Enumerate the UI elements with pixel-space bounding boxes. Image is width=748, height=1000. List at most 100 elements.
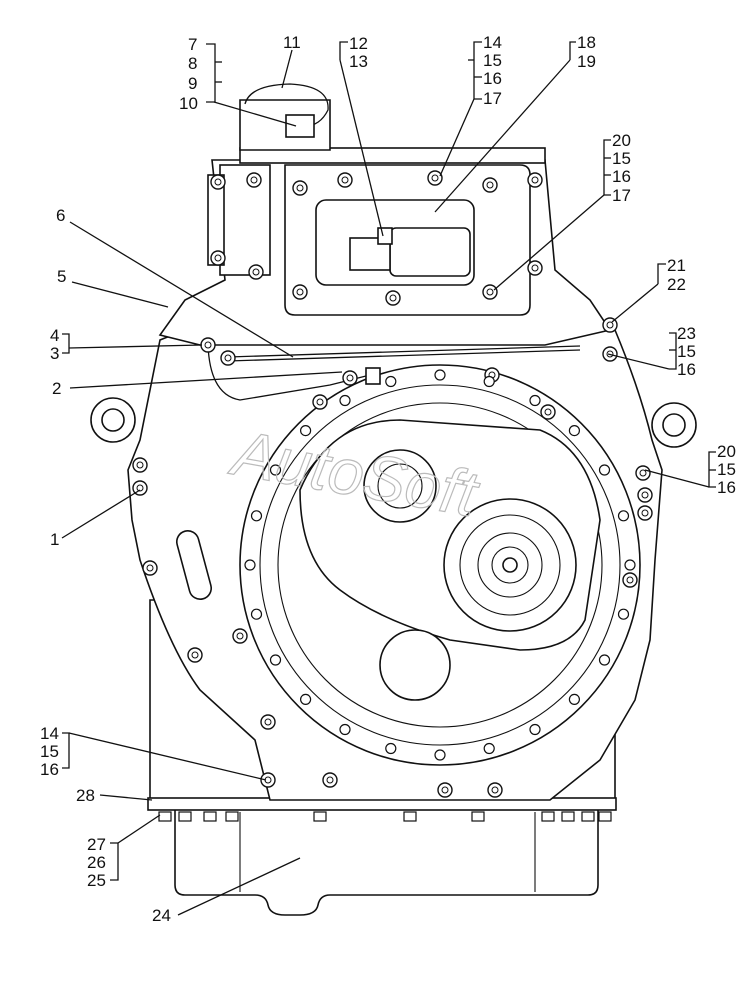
flange-hole <box>300 693 312 706</box>
callout-18: 18 <box>577 33 596 52</box>
flange-hole <box>617 510 630 522</box>
callout-12: 12 <box>349 34 368 53</box>
pan-bolt <box>313 811 327 822</box>
bolt <box>210 250 226 266</box>
bolt-center <box>236 632 244 640</box>
callout-2: 2 <box>52 379 61 398</box>
bolt <box>246 172 262 188</box>
fasteners <box>132 170 653 822</box>
bolt-center <box>346 374 354 382</box>
pan-bolt <box>158 811 172 822</box>
pan-bolt <box>403 811 417 822</box>
lifting-eye-right-hole <box>662 413 686 437</box>
bolt <box>482 284 498 300</box>
bolt-center <box>296 184 304 192</box>
flange-hole <box>568 693 581 706</box>
flange-hole <box>483 742 495 755</box>
bolt <box>322 772 338 788</box>
callout-20-right: 20 <box>717 442 736 461</box>
callout-14-lower: 14 <box>40 724 59 743</box>
flange-hole <box>529 723 541 736</box>
callout-5: 5 <box>57 267 66 286</box>
callout-21: 21 <box>667 256 686 275</box>
callout-15-lower: 15 <box>40 742 59 761</box>
oil-pan <box>174 807 599 916</box>
bolt <box>220 350 236 366</box>
upper-bracket <box>239 99 331 151</box>
flange-hole <box>300 425 312 437</box>
callout-4: 4 <box>50 326 59 345</box>
bolt-center <box>316 398 324 406</box>
bolt-center <box>252 268 260 276</box>
bolt <box>385 290 401 306</box>
flange-hole <box>598 654 611 666</box>
flange-hole <box>244 559 256 571</box>
bolt-center <box>544 408 552 416</box>
bolt-center <box>389 294 397 302</box>
bolt <box>248 264 264 280</box>
solenoid-connector <box>349 237 391 271</box>
callout-22: 22 <box>667 275 686 294</box>
bolt-center <box>641 509 649 517</box>
bolt <box>142 560 158 576</box>
bolt <box>260 714 276 730</box>
flange-hole <box>269 654 282 666</box>
rod <box>227 345 581 358</box>
callout-11: 11 <box>283 33 301 52</box>
housing-slot <box>175 530 213 600</box>
flange-hole <box>434 749 446 761</box>
engine-drawing <box>90 83 697 916</box>
bolt-center <box>486 181 494 189</box>
flange-hole <box>339 723 351 736</box>
crankshaft-nut <box>502 557 518 573</box>
pan-bolt <box>581 811 595 822</box>
bolt-center <box>606 321 614 329</box>
crankshaft-hub-ring-2 <box>477 532 543 598</box>
callout-27: 27 <box>87 835 106 854</box>
solenoid-terminal <box>377 227 393 245</box>
solenoid-body <box>389 227 471 277</box>
bolt <box>200 337 216 353</box>
bolt-center <box>486 288 494 296</box>
callout-16-upper: 16 <box>612 167 631 186</box>
flange-hole <box>568 425 581 437</box>
crankshaft-hub-ring-1 <box>459 514 561 616</box>
bolt <box>637 505 653 521</box>
callout-14-top: 14 <box>483 33 502 52</box>
callout-7: 7 <box>188 35 197 54</box>
pan-bolt <box>561 811 575 822</box>
bolt <box>292 180 308 196</box>
flange-hole <box>617 608 630 620</box>
callout-10: 10 <box>179 94 198 113</box>
flange-hole <box>385 375 397 388</box>
left-side-plate <box>219 164 271 276</box>
gear-housing-flange <box>259 384 621 746</box>
bolt-center <box>441 786 449 794</box>
callout-8: 8 <box>188 54 197 73</box>
bolt-center <box>224 354 232 362</box>
flange-hole <box>250 608 263 620</box>
callout-26: 26 <box>87 853 106 872</box>
bolt <box>622 572 638 588</box>
flange-hole <box>529 394 541 407</box>
bolt-center <box>531 176 539 184</box>
bolt <box>292 284 308 300</box>
bolt-center <box>606 350 614 358</box>
bolt <box>427 170 443 186</box>
bolt-center <box>431 174 439 182</box>
callout-15-right: 15 <box>717 460 736 479</box>
bolt-center <box>146 564 154 572</box>
bolt <box>437 782 453 798</box>
pan-bolt <box>541 811 555 822</box>
bolt <box>487 782 503 798</box>
bolt <box>260 772 276 788</box>
bolt-center <box>491 786 499 794</box>
leader-lines <box>61 41 716 916</box>
bolt <box>210 174 226 190</box>
bolt <box>482 177 498 193</box>
callout-19: 19 <box>577 52 596 71</box>
callout-1: 1 <box>50 530 59 549</box>
callout-25: 25 <box>87 871 106 890</box>
callout-20-upper: 20 <box>612 131 631 150</box>
